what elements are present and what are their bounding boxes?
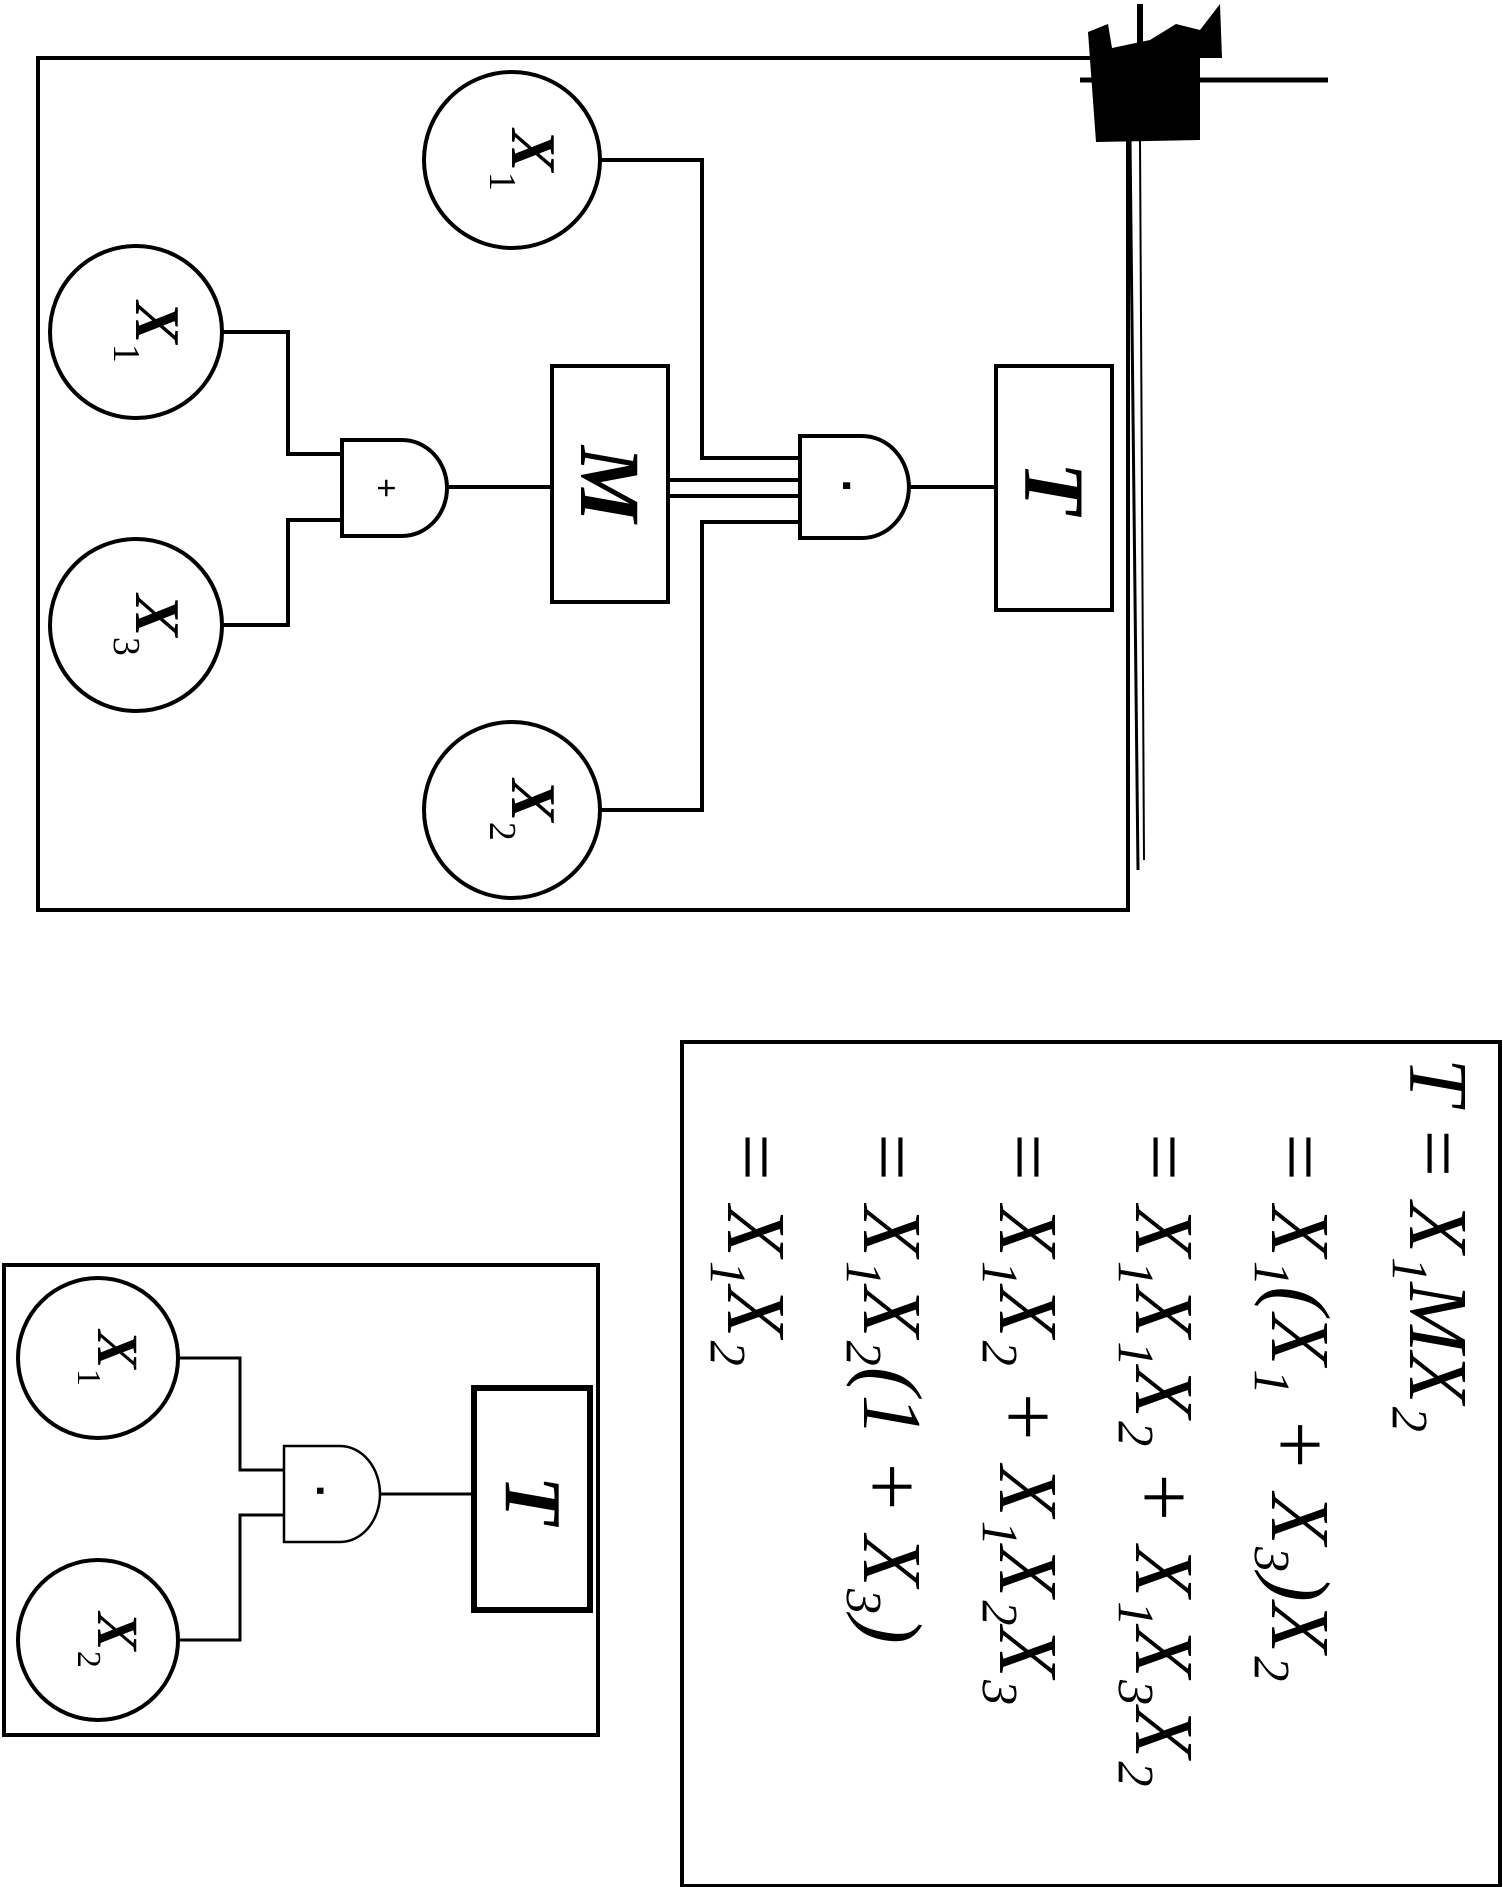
small-tree-labels: X1 X2 · T (70, 1328, 576, 1668)
intermediate-box-m (550, 364, 670, 604)
wire-x2-to-and (600, 520, 800, 812)
small-tree-frame (2, 1263, 600, 1737)
wire-x1-top-to-and (600, 158, 800, 460)
label-x1-top: X1 (481, 127, 569, 191)
top-event-box-t (994, 364, 1114, 612)
label-x1-top-sub: 1 (481, 172, 523, 191)
scan-artifact (1080, 4, 1328, 871)
small-event-circle-x2 (16, 1558, 180, 1722)
small-top-event-box-t (471, 1385, 593, 1613)
equation-line-4: = X₁X₂ + X₁X₂X₃ (981, 1128, 1074, 1707)
label-x1-top-var: X (498, 127, 569, 173)
label-x1-left-sub: 1 (105, 344, 147, 363)
small-label-x2-var: X (85, 1610, 150, 1652)
wire-x3-to-or (220, 518, 342, 627)
big-tree-labels: X1 X1 X3 X2 + · M T (105, 127, 1102, 841)
or-gate (340, 438, 449, 538)
event-circle-x1-left (48, 244, 224, 420)
small-and-gate-symbol: · (296, 1485, 345, 1500)
event-circle-x3 (48, 537, 224, 713)
label-x2-var: X (498, 777, 569, 823)
and-gate (798, 434, 911, 540)
label-x2: X2 (481, 777, 569, 841)
and-gate-symbol: · (820, 479, 873, 495)
label-box-t: T (1006, 462, 1102, 518)
small-label-x1-sub: 1 (70, 1369, 107, 1386)
label-x2-sub: 2 (481, 822, 523, 841)
label-x3-sub: 3 (105, 637, 147, 656)
small-label-box-t: T (488, 1476, 576, 1528)
small-event-circle-x1 (16, 1276, 180, 1440)
equation-line-1: T = X₁MX₂ (1391, 1058, 1484, 1433)
equation-frame (680, 1040, 1502, 1887)
label-box-m: M (562, 444, 658, 525)
small-label-x1-var: X (85, 1328, 150, 1370)
equation-line-5: = X₁X₂(1 + X₃) (845, 1128, 938, 1644)
or-gate-symbol: + (367, 478, 405, 498)
equation-panel: T = X₁MX₂ = X₁(X₁ + X₃)X₂ = X₁X₁X₂ + X₁X… (680, 1040, 1502, 1887)
equation-line-3: = X₁X₁X₂ + X₁X₃X₂ (1117, 1128, 1210, 1787)
small-label-x1: X1 (70, 1328, 150, 1386)
event-circle-x2 (422, 720, 602, 900)
event-circle-x1-top (422, 70, 602, 250)
wire-small-x2-to-and (178, 1513, 284, 1642)
label-x1-left-var: X (122, 299, 193, 345)
wire-small-x1-to-and (178, 1356, 284, 1472)
label-x3-var: X (122, 592, 193, 638)
wire-x1-left-to-or (220, 330, 342, 456)
label-x1-left: X1 (105, 299, 193, 363)
equation-line-2: = X₁(X₁ + X₃)X₂ (1253, 1128, 1346, 1682)
big-fault-tree (36, 4, 1328, 912)
small-fault-tree (2, 1263, 600, 1737)
small-label-x2: X2 (70, 1610, 150, 1668)
small-and-gate (282, 1444, 382, 1544)
big-tree-frame (36, 56, 1130, 912)
label-x3: X3 (105, 592, 193, 656)
small-label-x2-sub: 2 (70, 1651, 107, 1668)
equation-line-6: = X₁X₂ (709, 1128, 802, 1367)
